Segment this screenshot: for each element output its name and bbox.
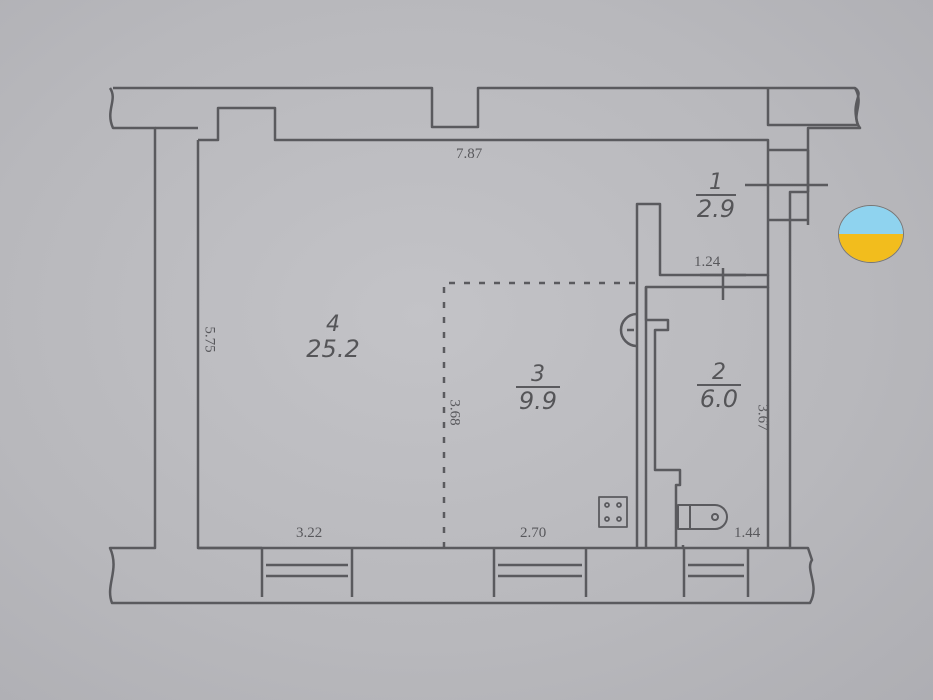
window-3 <box>682 548 750 597</box>
window-1 <box>260 548 354 597</box>
room-4-label: 4 25.2 <box>303 312 363 363</box>
dim-corridor-width: 1.24 <box>694 254 721 270</box>
flag-badge-icon <box>838 205 904 263</box>
room-1-number: 1 <box>709 170 723 195</box>
window-2 <box>492 548 588 597</box>
sink-icon <box>619 312 638 348</box>
entrance-door <box>745 148 828 225</box>
bathroom-wall <box>644 275 770 548</box>
stove-icon <box>598 496 628 528</box>
room-2-label: 2 6.0 <box>697 362 741 411</box>
inner-wall-bottom <box>198 545 685 550</box>
room-4-area: 25.2 <box>306 335 360 363</box>
room-3-area: 9.9 <box>516 386 560 413</box>
inner-wall-main <box>198 106 770 277</box>
room-2-area: 6.0 <box>697 384 741 411</box>
dim-bottom-left: 3.22 <box>296 525 323 541</box>
room-2-number: 2 <box>712 360 726 385</box>
room-1-label: 1 2.9 <box>696 172 736 221</box>
dim-bottom-middle: 2.70 <box>520 525 547 541</box>
dim-bottom-right: 1.44 <box>734 525 761 541</box>
partition-hall <box>635 202 676 548</box>
bathroom-inner <box>644 287 682 548</box>
room-1-area: 2.9 <box>696 194 736 223</box>
dashed-partition <box>442 281 637 548</box>
outer-wall-right <box>806 87 862 192</box>
dim-left-height: 5.75 <box>201 326 218 353</box>
dim-bath-height: 3.67 <box>754 404 771 431</box>
room-4-number: 4 <box>326 312 340 337</box>
room-3-label: 3 9.9 <box>516 364 560 413</box>
dim-partition-height: 3.68 <box>446 399 463 426</box>
dim-top-width: 7.87 <box>456 146 483 162</box>
room-3-number: 3 <box>531 362 545 387</box>
outer-wall-top <box>108 87 815 605</box>
toilet-icon <box>677 504 728 530</box>
